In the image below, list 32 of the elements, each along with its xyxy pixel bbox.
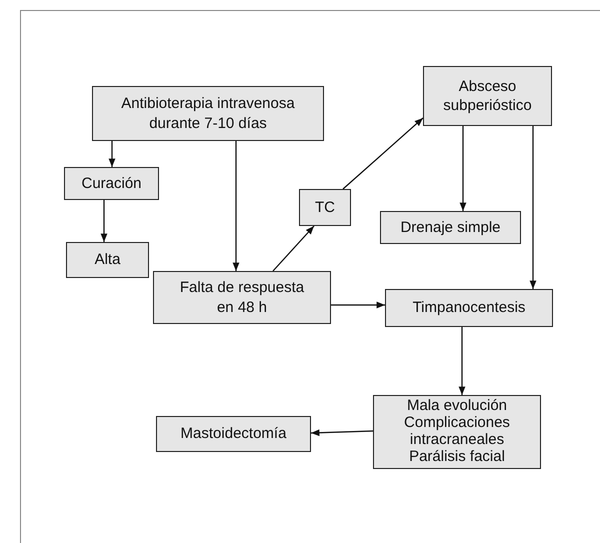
arrow xyxy=(458,327,466,395)
box-text: Mastoidectomía xyxy=(180,424,286,444)
process-box xyxy=(373,395,541,469)
box-text: Drenaje simple xyxy=(400,218,501,238)
box-text: Parálisis facial xyxy=(409,448,505,466)
box-text: Falta de respuesta en 48 h xyxy=(178,278,306,317)
arrow xyxy=(232,141,240,271)
arrow xyxy=(342,118,424,190)
box-text: Timpanocentesis xyxy=(412,298,526,318)
process-box xyxy=(423,66,552,126)
arrow xyxy=(272,226,314,272)
process-box xyxy=(64,167,159,200)
box-text: Alta xyxy=(94,250,120,270)
arrow xyxy=(530,126,536,289)
arrow xyxy=(310,429,374,436)
process-box xyxy=(153,271,331,324)
arrow xyxy=(460,126,466,211)
process-box xyxy=(156,416,311,452)
process-box xyxy=(385,289,553,327)
process-box xyxy=(66,242,149,278)
process-box xyxy=(380,211,521,244)
box-text: Mala evolución xyxy=(406,398,508,416)
process-box xyxy=(92,86,324,141)
box-text: Curación xyxy=(81,174,142,194)
process-box xyxy=(299,189,351,226)
box-text: Antibioterapia intravenosa durante 7-10 días xyxy=(120,94,296,133)
arrow xyxy=(331,302,385,308)
arrow xyxy=(100,200,108,242)
box-text: TC xyxy=(315,198,335,218)
box-text: Complicaciones intracraneales xyxy=(403,415,511,449)
arrow xyxy=(108,141,116,167)
box-text: Absceso subperióstico xyxy=(442,76,533,116)
